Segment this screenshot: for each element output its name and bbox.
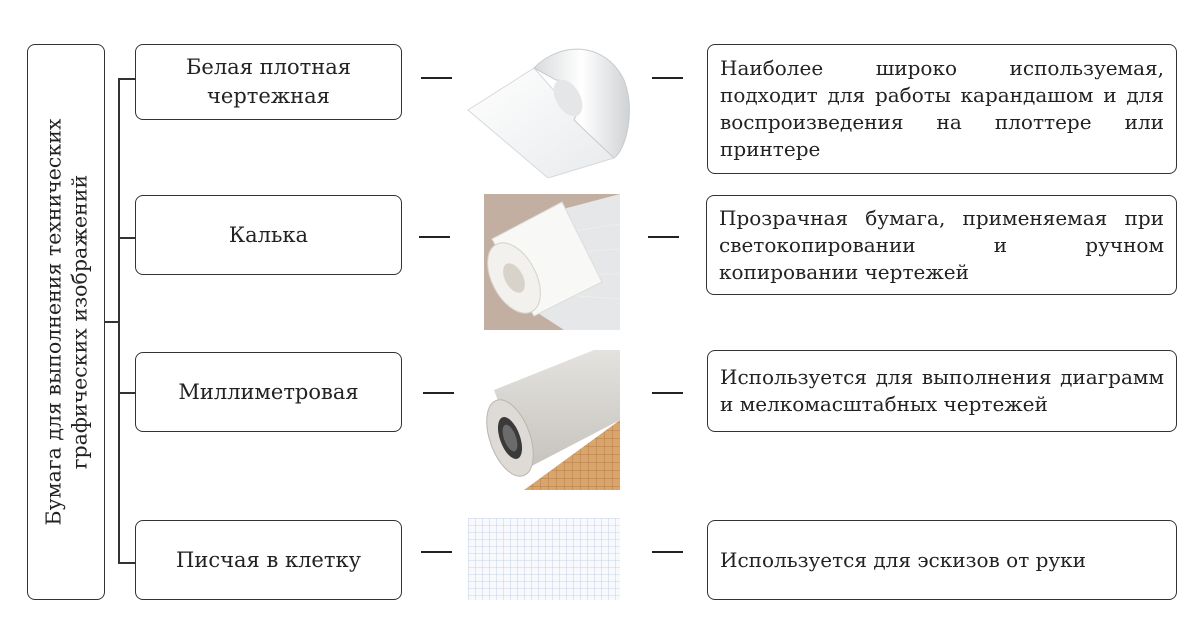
branch-3 — [118, 392, 136, 394]
description-text: Используется для эскизов от руки — [720, 547, 1087, 572]
category-box-tracing: Калька — [135, 195, 402, 275]
category-label: Писчая в клетку — [176, 547, 361, 572]
root-label-line-1: Бумага для выполнения технических — [41, 118, 66, 526]
category-box-white-drawing: Белая плотная чертежная — [135, 44, 402, 120]
root-label-line-2: графических изображений — [67, 174, 92, 470]
root-label: Бумага для выполнения технических графич… — [40, 119, 92, 526]
description-text: Прозрачная бумага, применяемая при свето… — [719, 205, 1164, 284]
branch-trunk — [118, 78, 120, 563]
description-box-millimeter: Используется для выполнения диаграмм и м… — [707, 350, 1177, 432]
description-text: Используется для выполнения диаграмм и м… — [720, 365, 1164, 416]
description-box-grid: Используется для эскизов от руки — [707, 520, 1177, 600]
category-label: Миллиметровая — [178, 379, 359, 404]
millimeter-paper-roll-image — [484, 350, 620, 490]
description-box-tracing: Прозрачная бумага, применяемая при свето… — [706, 195, 1177, 295]
dash-left-4 — [421, 551, 452, 553]
tracing-paper-roll-image — [484, 194, 621, 330]
dash-left-3 — [423, 392, 454, 394]
branch-2 — [118, 237, 136, 239]
branch-4 — [118, 562, 136, 564]
dash-right-4 — [652, 551, 683, 553]
dash-right-2 — [648, 236, 679, 238]
description-box-white-drawing: Наиболее широко используемая, подходит д… — [707, 44, 1177, 174]
category-label: Белая плотная чертежная — [185, 55, 351, 108]
branch-1 — [118, 78, 136, 80]
category-label: Калька — [228, 222, 309, 247]
grid-paper-image — [468, 518, 620, 600]
root-connector — [105, 321, 119, 323]
category-box-millimeter: Миллиметровая — [135, 352, 402, 432]
category-box-grid: Писчая в клетку — [135, 520, 402, 600]
dash-left-2 — [419, 236, 450, 238]
dash-left-1 — [421, 77, 452, 79]
description-text: Наиболее широко используемая, подходит д… — [720, 56, 1164, 161]
root-box: Бумага для выполнения технических графич… — [27, 44, 105, 600]
dash-right-1 — [652, 77, 683, 79]
dash-right-3 — [652, 392, 683, 394]
white-drawing-paper-roll-image — [464, 40, 636, 179]
